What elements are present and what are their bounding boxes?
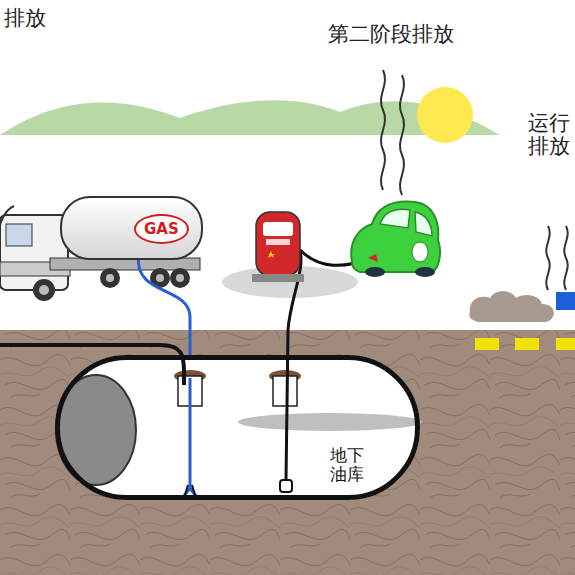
truck-tank: GAS [60, 196, 203, 260]
stage-label: 排放 [4, 6, 46, 30]
fuel-pump-part [266, 239, 290, 245]
sun [417, 87, 473, 143]
car-part [351, 202, 440, 272]
stage-label: 第二阶段排放 [328, 22, 454, 46]
ground-part [475, 338, 499, 350]
hose-connector [138, 256, 190, 357]
hoses-part [280, 480, 292, 492]
underground-tank-part [238, 413, 422, 431]
tanker-truck-part [100, 268, 120, 288]
car-part [380, 209, 410, 228]
hose-connector-part [138, 256, 190, 357]
hoses-part [0, 345, 184, 385]
fuel-pump [252, 212, 304, 282]
car-part [368, 254, 378, 262]
risers-part [273, 376, 297, 406]
stage-label: 运行排放 [528, 112, 570, 158]
vapor [381, 70, 568, 290]
exhaust [469, 291, 575, 322]
fuel-pump-part [256, 212, 300, 276]
vapor-part [564, 226, 567, 290]
exhaust-part [556, 292, 575, 310]
underground-tank: 地下油库 [55, 355, 420, 500]
car-part [415, 267, 435, 277]
car-part [415, 212, 432, 236]
fuel-pump-part [263, 222, 293, 236]
tank-mark: GAS [134, 214, 189, 244]
ground-part [515, 338, 539, 350]
tank-name: 地下油库 [330, 446, 364, 483]
car [351, 202, 440, 277]
fuel-pump-part [268, 251, 275, 258]
tanker-truck-part [106, 274, 114, 282]
vapor-part [400, 75, 404, 195]
car-part [365, 267, 385, 277]
fuel-pump-part [252, 274, 304, 282]
tanker-truck-part [156, 274, 164, 282]
tanker-truck-part [33, 279, 55, 301]
ground-part [556, 338, 575, 350]
risers [174, 370, 301, 406]
tanker-truck-part [39, 285, 49, 295]
tanker-truck-part [0, 206, 14, 250]
hoses-part [184, 378, 196, 496]
exhaust-part [469, 291, 554, 322]
hoses-part [286, 250, 301, 480]
car-part [412, 242, 428, 262]
vapor-part [546, 226, 549, 290]
tanker-truck-part [6, 224, 32, 246]
tanker-truck-part [0, 215, 68, 290]
underground-tank-part [56, 375, 136, 485]
vapor-part [381, 70, 385, 190]
underground-tank [55, 355, 422, 500]
tanker-truck-part [176, 274, 184, 282]
tanker-truck-part [170, 268, 190, 288]
